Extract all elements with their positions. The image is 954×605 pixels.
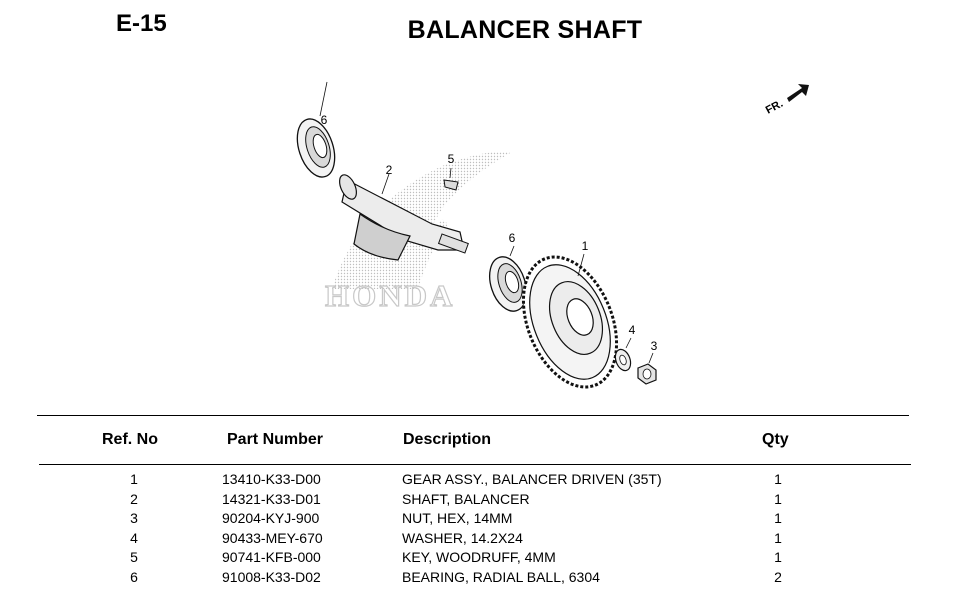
description-cell: BEARING, RADIAL BALL, 6304 — [402, 568, 600, 585]
callout-6-left: 6 — [321, 113, 328, 127]
qty-cell: 1 — [774, 510, 782, 527]
description-cell: NUT, HEX, 14MM — [402, 510, 513, 527]
qty-cell: 1 — [774, 549, 782, 566]
qty-cell: 1 — [774, 471, 782, 487]
description-cell: SHAFT, BALANCER — [402, 490, 530, 507]
page-title: BALANCER SHAFT — [407, 16, 643, 44]
parts-table-body: 1 13410-K33-D00 GEAR ASSY., BALANCER DRI… — [0, 471, 954, 589]
bearing-right-part — [489, 245, 527, 312]
ref-cell: 3 — [130, 510, 138, 527]
callout-5: 5 — [448, 152, 455, 166]
table-row: 4 90433-MEY-670 WASHER, 14.2X24 1 — [0, 530, 954, 550]
callout-3: 3 — [651, 339, 658, 353]
parts-diagram: HONDA FR. — [142, 74, 814, 408]
header-qty: Qty — [762, 431, 789, 448]
header-description: Description — [403, 431, 492, 448]
table-row: 2 14321-K33-D01 SHAFT, BALANCER 1 — [0, 491, 954, 511]
description-cell: WASHER, 14.2X24 — [402, 529, 523, 546]
exploded-view-drawing: HONDA FR. — [296, 81, 809, 389]
ref-cell: 4 — [130, 529, 138, 546]
ref-cell: 5 — [130, 549, 138, 566]
description-cell: GEAR ASSY., BALANCER DRIVEN (35T) — [402, 471, 662, 487]
balancer-shaft-part — [339, 173, 469, 261]
table-row: 3 90204-KYJ-900 NUT, HEX, 14MM 1 — [0, 510, 954, 530]
table-row: 5 90741-KFB-000 KEY, WOODRUFF, 4MM 1 — [0, 549, 954, 569]
callout-4: 4 — [629, 323, 636, 337]
driven-gear-part — [521, 253, 619, 389]
part-number-cell: 90741-KFB-000 — [222, 549, 321, 566]
callout-6-right: 6 — [509, 231, 516, 245]
ref-cell: 6 — [130, 568, 138, 585]
table-row: 6 91008-K33-D02 BEARING, RADIAL BALL, 63… — [0, 569, 954, 589]
honda-watermark-text: HONDA — [325, 278, 455, 313]
part-number-cell: 13410-K33-D00 — [222, 471, 321, 487]
hex-nut-part — [637, 352, 657, 385]
front-direction-icon: FR. — [764, 84, 809, 117]
bearing-left-part — [296, 81, 336, 178]
woodruff-key-part — [443, 167, 459, 191]
qty-cell: 1 — [774, 490, 782, 507]
washer-part — [614, 337, 632, 372]
page-code: E-15 — [116, 10, 167, 37]
description-cell: KEY, WOODRUFF, 4MM — [402, 549, 556, 566]
ref-cell: 2 — [130, 490, 138, 507]
table-header-rule — [39, 464, 911, 465]
part-number-cell: 90433-MEY-670 — [222, 529, 323, 546]
callout-1: 1 — [582, 239, 589, 253]
part-number-cell: 91008-K33-D02 — [222, 568, 321, 585]
qty-cell: 1 — [774, 529, 782, 546]
front-direction-label: FR. — [764, 98, 785, 117]
part-number-cell: 14321-K33-D01 — [222, 490, 321, 507]
header-part-number: Part Number — [227, 431, 324, 448]
qty-cell: 2 — [774, 568, 782, 585]
table-row: 1 13410-K33-D00 GEAR ASSY., BALANCER DRI… — [0, 471, 954, 491]
ref-cell: 1 — [130, 471, 138, 487]
part-number-cell: 90204-KYJ-900 — [222, 510, 320, 527]
table-top-rule — [37, 415, 909, 416]
header-ref-no: Ref. No — [102, 431, 158, 448]
callout-2: 2 — [386, 163, 393, 177]
